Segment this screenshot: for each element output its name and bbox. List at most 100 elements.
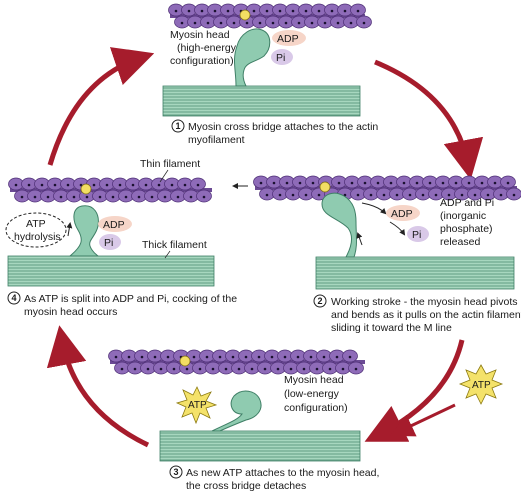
step4-caption-1: As ATP is split into ADP and Pi, cocking… [24,293,237,305]
step4-adp: ADP [103,219,125,231]
actin-dot [322,355,326,359]
actin-dot [213,9,217,13]
actin-dot [330,9,334,13]
actin-dot [343,9,347,13]
actin-dot [159,367,163,371]
step2-release-3: phosphate) [440,223,493,235]
actin-dot [224,367,228,371]
myosin-head-icon [211,390,262,432]
pi-pill [407,226,429,242]
actin-dot [257,355,261,359]
actin-dot [467,181,471,185]
myosin-binding-site [319,181,331,193]
actin-filament-icon [8,177,212,203]
actin-dot [336,21,340,25]
adp-pill [386,205,420,221]
actin-dot [20,195,24,199]
actin-dot [166,355,170,359]
actin-dot [328,367,332,371]
actin-dot [297,21,301,25]
actin-dot [354,367,358,371]
actin-dot [315,367,319,371]
actin-dot [408,193,412,197]
actin-dot [79,183,83,187]
actin-dot [473,193,477,197]
myosin-head-icon [321,192,357,258]
step3-number: 3 [174,467,179,477]
myosin-binding-site [239,9,251,21]
actin-dot [285,181,289,185]
actin-dot [421,193,425,197]
actin-dot [369,193,373,197]
actin-dot [356,193,360,197]
actin-dot [348,355,352,359]
step2-release-1: ADP and Pi [440,197,494,209]
actin-dot [85,195,89,199]
atp-star-icon [175,386,218,425]
step-number-badge [169,465,183,479]
thick-filament [162,85,361,117]
pi-pill [99,234,121,250]
actin-dot [493,181,497,185]
actin-filament-icon [168,3,372,29]
pi-pill [271,49,293,65]
actin-dot [237,367,241,371]
actin-dot [341,367,345,371]
actin-dot [98,195,102,199]
actin-dot [137,195,141,199]
step-number-badge [171,119,185,133]
actin-dot [304,9,308,13]
actin-dot [356,9,360,13]
actin-dot [144,183,148,187]
actin-dot [382,193,386,197]
actin-dot [278,193,282,197]
actin-dot [310,21,314,25]
actin-dot [244,355,248,359]
actin-dot [362,21,366,25]
actin-dot [111,195,115,199]
thick-filament-label: Thick filament [142,239,207,251]
cycle-arrow-icon [389,403,456,437]
step3-panel: ATP Myosin head (low-energy configuratio… [108,349,379,492]
step4-number: 4 [12,293,17,303]
actin-filament-icon [253,175,521,201]
actin-dot [278,9,282,13]
actin-dot [205,355,209,359]
actin-dot [272,181,276,185]
actin-dot [120,367,124,371]
step1-pi: Pi [276,52,285,64]
actin-dot [72,195,76,199]
actin-dot [245,21,249,25]
step2-pi: Pi [412,229,421,241]
actin-dot [183,183,187,187]
actin-dot [153,355,157,359]
actin-dot [193,21,197,25]
step2-number: 2 [318,296,323,306]
actin-dot [350,181,354,185]
actin-dot [309,355,313,359]
actin-dot [428,181,432,185]
actin-dot [263,367,267,371]
actin-dot [317,193,321,197]
actin-dot [284,21,288,25]
myosin-binding-site [179,355,191,367]
actin-dot [185,367,189,371]
actin-dot [192,355,196,359]
actin-dot [298,181,302,185]
actin-dot [283,355,287,359]
actin-dot [53,183,57,187]
step3-atp: ATP [188,400,207,411]
actin-dot [118,183,122,187]
actin-dot [163,195,167,199]
actin-dot [46,195,50,199]
actin-dot [150,195,154,199]
actin-dot [211,367,215,371]
actin-dot [172,367,176,371]
step3-caption-2: the cross bridge detaches [186,480,306,492]
cycle-arrow-icon [46,325,150,448]
step3-head-label-1: Myosin head [284,374,344,386]
actin-dot [200,9,204,13]
actin-dot [157,183,161,187]
actin-dot [486,193,490,197]
actin-dot [335,355,339,359]
